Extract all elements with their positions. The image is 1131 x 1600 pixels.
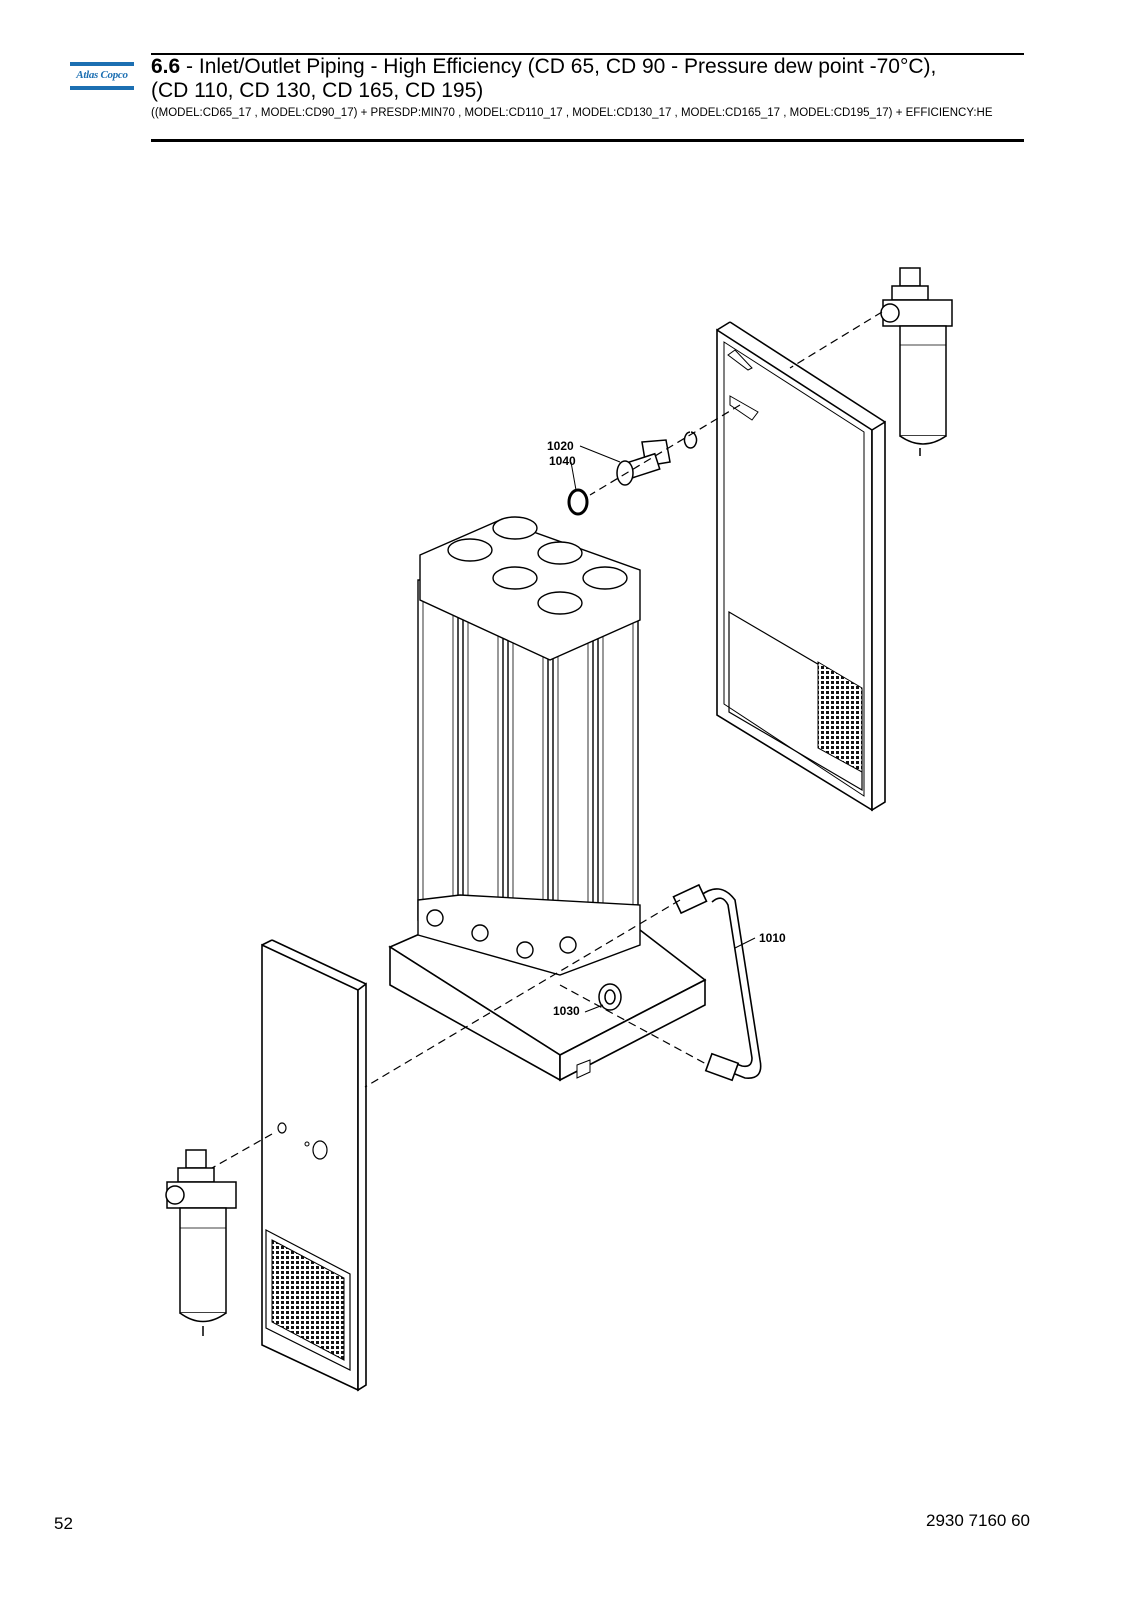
logo-bottom-bar [70,86,134,90]
inlet-hose-1010 [672,883,762,1082]
leader-lines [570,445,756,1013]
exploded-parts-drawing: 1020 1040 1010 1030 [165,267,953,1392]
page-number: 52 [54,1514,73,1533]
header-top-rule [151,53,1024,55]
outlet-pipe-fitting [616,431,698,486]
left-side-panel [261,939,367,1392]
callout-1020: 1020 [547,439,574,453]
logo-top-bar [70,62,134,66]
adsorption-towers [417,516,641,976]
model-conditions: ((MODEL:CD65_17 , MODEL:CD90_17) + PRESD… [151,107,993,119]
o-ring-1040 [567,488,589,516]
filter-bottom-left [165,1149,237,1336]
filter-top-right [880,267,953,456]
header-bottom-rule [151,139,1024,142]
section-title-line2: (CD 110, CD 130, CD 165, CD 195) [151,79,484,102]
callout-1030: 1030 [553,1004,580,1018]
callout-1040: 1040 [549,454,576,468]
section-title-line1: - Inlet/Outlet Piping - High Efficiency … [180,55,937,78]
logo-wordmark: Atlas Copco [76,69,128,81]
assembly-lines [211,311,883,1169]
document-number: 2930 7160 60 [926,1511,1030,1530]
section-title: 6.6 - Inlet/Outlet Piping - High Efficie… [151,55,1024,103]
atlas-copco-logo: Atlas Copco [70,62,134,92]
section-number: 6.6 [151,55,181,78]
inlet-elbow-1030 [598,983,622,1011]
callout-1010: 1010 [759,931,786,945]
right-side-panel [716,321,886,812]
